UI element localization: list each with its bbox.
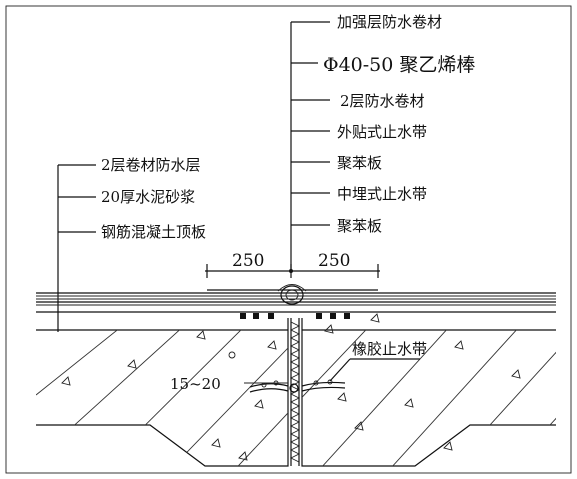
label-polystyrene-board-1: 聚苯板	[337, 154, 382, 172]
label-two-layer-membrane: 2层防水卷材	[340, 92, 425, 110]
top-leader-group: 加强层防水卷材 Φ40-50 聚乙烯棒 2层防水卷材 外贴式止水带 聚苯板 中埋…	[290, 13, 475, 272]
label-rc-roof-slab: 钢筋混凝土顶板	[101, 223, 206, 241]
label-cement-mortar: 20厚水泥砂浆	[101, 188, 195, 206]
label-polystyrene-board-2: 聚苯板	[337, 217, 382, 235]
label-reinforce-membrane: 加强层防水卷材	[337, 13, 442, 31]
label-gap-width: 15~20	[170, 375, 221, 393]
dimension-left: 250	[232, 251, 264, 271]
drawing-frame	[5, 5, 572, 474]
dimension-line: 250 250	[205, 251, 380, 278]
gap-width-callout: 15~20	[170, 375, 288, 393]
label-polyethylene-rod: Φ40-50 聚乙烯棒	[323, 54, 475, 76]
polyethylene-rod	[277, 284, 307, 305]
dimension-right: 250	[318, 251, 350, 271]
label-rubber-waterstop: 橡胶止水带	[352, 340, 427, 358]
label-membrane-layer: 2层卷材防水层	[101, 156, 201, 174]
rubber-waterstop-callout: 橡胶止水带	[329, 340, 427, 382]
slab-right	[301, 313, 556, 467]
membrane-layers	[36, 289, 556, 313]
label-external-waterstop: 外贴式止水带	[337, 123, 427, 141]
left-leader-group: 2层卷材防水层 20厚水泥砂浆 钢筋混凝土顶板	[57, 156, 206, 332]
external-waterstop	[240, 313, 350, 319]
slab-left	[36, 318, 289, 467]
embedded-waterstop	[249, 379, 346, 393]
label-embedded-waterstop: 中埋式止水带	[337, 185, 427, 203]
